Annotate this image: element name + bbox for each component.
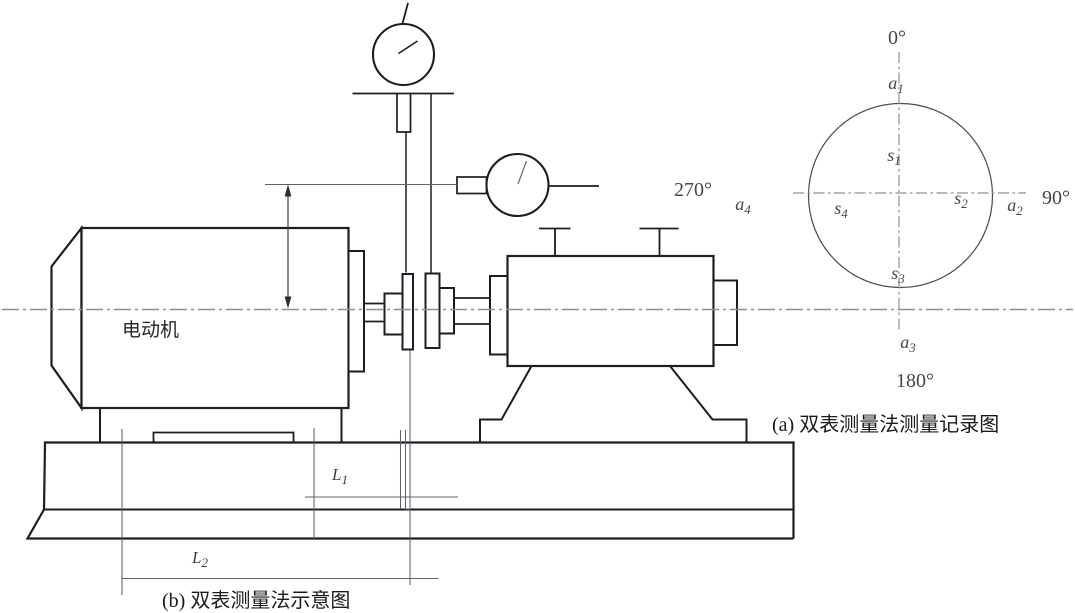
point-a2: a2 (1007, 195, 1023, 218)
point-s3: s3 (891, 263, 905, 286)
driven-flange-left (489, 275, 509, 356)
driven-body (506, 254, 715, 368)
dimension-l1: L1 (305, 465, 458, 498)
coupling-hub-left (383, 292, 404, 336)
driven-machine (479, 227, 748, 443)
motor-end-cap (50, 224, 83, 412)
pedestal-right-leg (669, 365, 748, 443)
coupling-disc-right (424, 272, 441, 349)
dial-top-crown-stem (401, 2, 409, 24)
angle-label-270: 270° (674, 179, 712, 201)
dial-side-needle (517, 160, 528, 185)
base-bottom-tier (25, 508, 794, 540)
dial-side-face (485, 152, 550, 218)
dial-indicator-top (352, 2, 454, 273)
base-plate (25, 431, 795, 540)
dial-side-plunger (456, 176, 488, 195)
motor-body (80, 226, 350, 410)
dial-top-needle (398, 40, 418, 55)
record-chart: 0° 90° 180° 270° a1 a2 a3 a4 s1 s2 s3 s4… (674, 27, 1070, 436)
pedestal-left-leg (479, 365, 533, 443)
dial-indicator-side (456, 152, 599, 218)
eyebolt-right (639, 227, 679, 256)
arrowhead-up (284, 184, 292, 197)
point-a3: a3 (900, 332, 916, 355)
coupling-disc-left (401, 273, 414, 351)
dial-top-face (371, 22, 436, 87)
motor-flange (347, 250, 365, 373)
driven-flange-right (712, 279, 738, 346)
construction-line-b (404, 430, 410, 510)
dimension-label-l1: L1 (331, 465, 348, 487)
caption-record: (a) 双表测量法测量记录图 (772, 413, 999, 436)
measurement-height-arrow (265, 183, 457, 309)
mounting-pad (152, 431, 295, 443)
dial-top-plunger (396, 93, 412, 133)
angle-label-90: 90° (1042, 187, 1070, 209)
dimension-l2: L2 (121, 548, 439, 580)
coupling (364, 272, 490, 351)
coupling-hub-right (438, 287, 455, 335)
angle-label-180: 180° (896, 370, 934, 392)
caption-schematic: (b) 双表测量法示意图 (162, 589, 350, 612)
point-a4: a4 (735, 194, 751, 217)
motor-label: 电动机 (122, 319, 179, 341)
point-s1: s1 (887, 145, 901, 168)
construction-lines (121, 350, 411, 595)
point-a1: a1 (888, 73, 904, 96)
angle-label-0: 0° (888, 27, 906, 49)
motor (50, 224, 365, 443)
dimension-label-l2: L2 (191, 548, 208, 570)
eyebolt-left (539, 227, 571, 256)
coupling-rim-circle (807, 102, 994, 289)
base-top-tier (42, 441, 795, 539)
point-s4: s4 (834, 198, 848, 221)
point-s2: s2 (954, 188, 968, 211)
arrowhead-down (284, 296, 292, 309)
